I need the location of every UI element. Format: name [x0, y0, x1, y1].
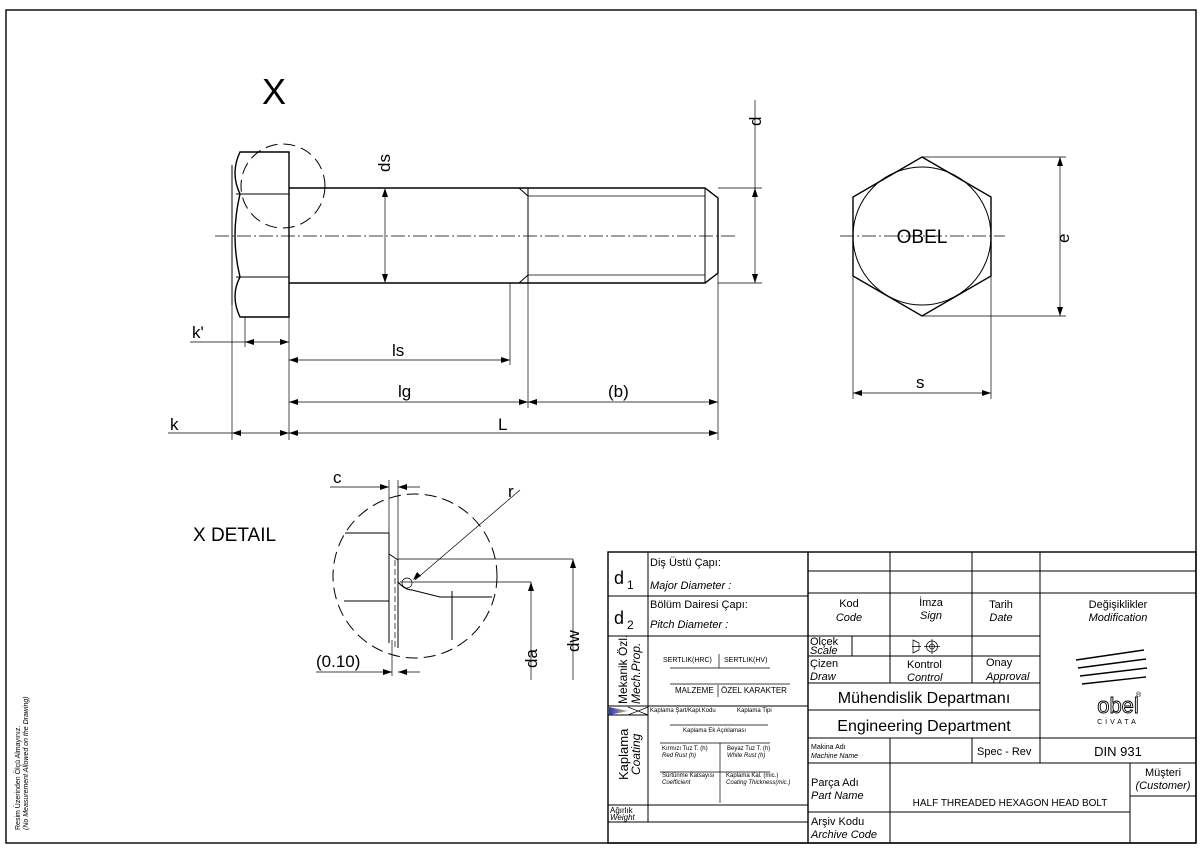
dim-lg: lg: [398, 382, 411, 401]
dim-k: k: [170, 415, 179, 434]
scale-tr: Ölçek: [810, 636, 839, 648]
white-rust-en: White Rust (h): [727, 753, 765, 759]
d2-sub: 2: [627, 618, 634, 632]
projection-symbol-icon: [912, 639, 940, 654]
date-en: Date: [989, 612, 1012, 624]
thickness-en: Coating Thickness(mic.): [726, 780, 790, 786]
friction-en: Coefficient: [662, 780, 691, 786]
dim-s: s: [916, 373, 925, 392]
department-tr: Mühendislik Departmanı: [838, 690, 1011, 707]
d2-label-en: Pitch Diameter :: [650, 619, 728, 631]
coating-type: Kaplama Tipi: [737, 708, 772, 714]
coating-code: Kaplama Şart/Kapl.Kodu: [650, 708, 716, 714]
coating-label-tr: Kaplama: [616, 728, 631, 780]
control-tr: Kontrol: [907, 659, 942, 671]
bolt-side-view: X ds d k': [168, 71, 765, 440]
d1-label-en: Major Diameter :: [650, 580, 731, 592]
d2-symbol: d: [614, 608, 624, 628]
dim-L: L: [498, 415, 507, 434]
logo-name: obel: [1097, 693, 1139, 718]
modification-en: Modification: [1089, 612, 1148, 624]
material: MALZEME: [675, 686, 714, 695]
head-mark: OBEL: [897, 227, 948, 248]
draw-tr: Çizen: [810, 658, 838, 670]
coating-color-marker: [609, 707, 628, 715]
dim-ds: ds: [375, 154, 394, 172]
mech-label-en: Mech.Prop.: [629, 643, 643, 704]
part-name-en: Part Name: [811, 790, 864, 802]
control-en: Control: [907, 672, 943, 684]
dim-b: (b): [608, 382, 629, 401]
view-label-x: X: [262, 71, 286, 112]
title-block: d 1 Diş Üstü Çapı: Major Diameter : d 2 …: [607, 551, 1197, 844]
date-tr: Tarih: [989, 599, 1013, 611]
part-name-value: HALF THREADED HEXAGON HEAD BOLT: [913, 798, 1108, 809]
special-character: ÖZEL KARAKTER: [721, 686, 787, 695]
draw-en: Draw: [810, 671, 837, 683]
code-tr: Kod: [839, 598, 859, 610]
department-en: Engineering Department: [837, 718, 1011, 735]
archive-tr: Arşiv Kodu: [811, 816, 864, 828]
hardness-hv: SERTLIK(HV): [724, 657, 767, 664]
d2-label-tr: Bölüm Dairesi Çapı:: [650, 599, 748, 611]
detail-label: X DETAIL: [193, 525, 276, 546]
d1-symbol: d: [614, 568, 624, 588]
sign-tr: İmza: [919, 596, 944, 609]
friction-tr: Sürtünme Katsayısı: [662, 773, 715, 779]
approval-tr: Onay: [986, 657, 1013, 669]
dim-k-prime: k': [192, 323, 204, 342]
dim-da: da: [522, 649, 541, 668]
dim-r: r: [508, 482, 514, 501]
dim-d: d: [746, 117, 765, 126]
d1-sub: 1: [627, 578, 634, 592]
side-note: Resim Üzerinden Ölçü Almayınız. (No Meas…: [14, 696, 30, 830]
part-name-tr: Parça Adı: [811, 777, 859, 789]
approval-en: Approval: [985, 671, 1030, 683]
red-rust-tr: Kırmızı Tuz T. (h): [662, 746, 708, 752]
mech-label-tr: Mekanik Özl.: [616, 635, 630, 704]
weight-en: Weight: [610, 813, 636, 822]
detail-circle: [240, 143, 326, 229]
machine-en: Machine Name: [811, 753, 858, 760]
customer-en: (Customer): [1135, 780, 1190, 792]
machine-tr: Makina Adı: [811, 744, 846, 751]
dim-dw: dw: [564, 630, 583, 652]
weight-tr: Ağırlık: [610, 806, 634, 815]
white-rust-tr: Beyaz Tuz T. (h): [727, 746, 770, 752]
modification-tr: Değişiklikler: [1089, 599, 1148, 611]
dim-ls: ls: [392, 341, 404, 360]
thickness-tr: Kaplama Kal. (mic.): [726, 773, 778, 779]
dim-e: e: [1054, 234, 1073, 243]
bolt-end-view: OBEL e s: [840, 156, 1073, 399]
detail-view: X DETAIL r c (0.10) da dw: [193, 468, 583, 680]
code-en: Code: [836, 612, 862, 624]
hardness-hrc: SERTLIK(HRC): [663, 657, 712, 664]
logo-sub: CİVATA: [1097, 717, 1139, 726]
coating-extra: Kaplama Ek Açıklaması: [683, 728, 746, 734]
bolt-head: [234, 151, 290, 318]
logo-reg: ®: [1136, 691, 1142, 699]
side-note-en: (No Measurement Allowed on the Drawing): [23, 696, 30, 830]
spec-rev: Spec - Rev: [977, 746, 1032, 758]
bolt-shank: [289, 187, 719, 284]
coating-label-en: Coating: [629, 733, 643, 775]
obel-logo: obel ® CİVATA: [1075, 649, 1148, 726]
dim-gap: (0.10): [316, 652, 360, 671]
side-note-tr: Resim Üzerinden Ölçü Almayınız.: [14, 726, 22, 830]
red-rust-en: Red Rust (h): [662, 753, 696, 759]
customer-tr: Müşteri: [1145, 767, 1181, 779]
sign-en: Sign: [920, 610, 942, 622]
dim-c: c: [333, 468, 342, 487]
standard: DIN 931: [1094, 744, 1142, 759]
scale-en: Scale: [810, 645, 838, 657]
archive-en: Archive Code: [810, 829, 877, 841]
d1-label-tr: Diş Üstü Çapı:: [650, 557, 721, 569]
drawing-border: [5, 9, 1197, 844]
